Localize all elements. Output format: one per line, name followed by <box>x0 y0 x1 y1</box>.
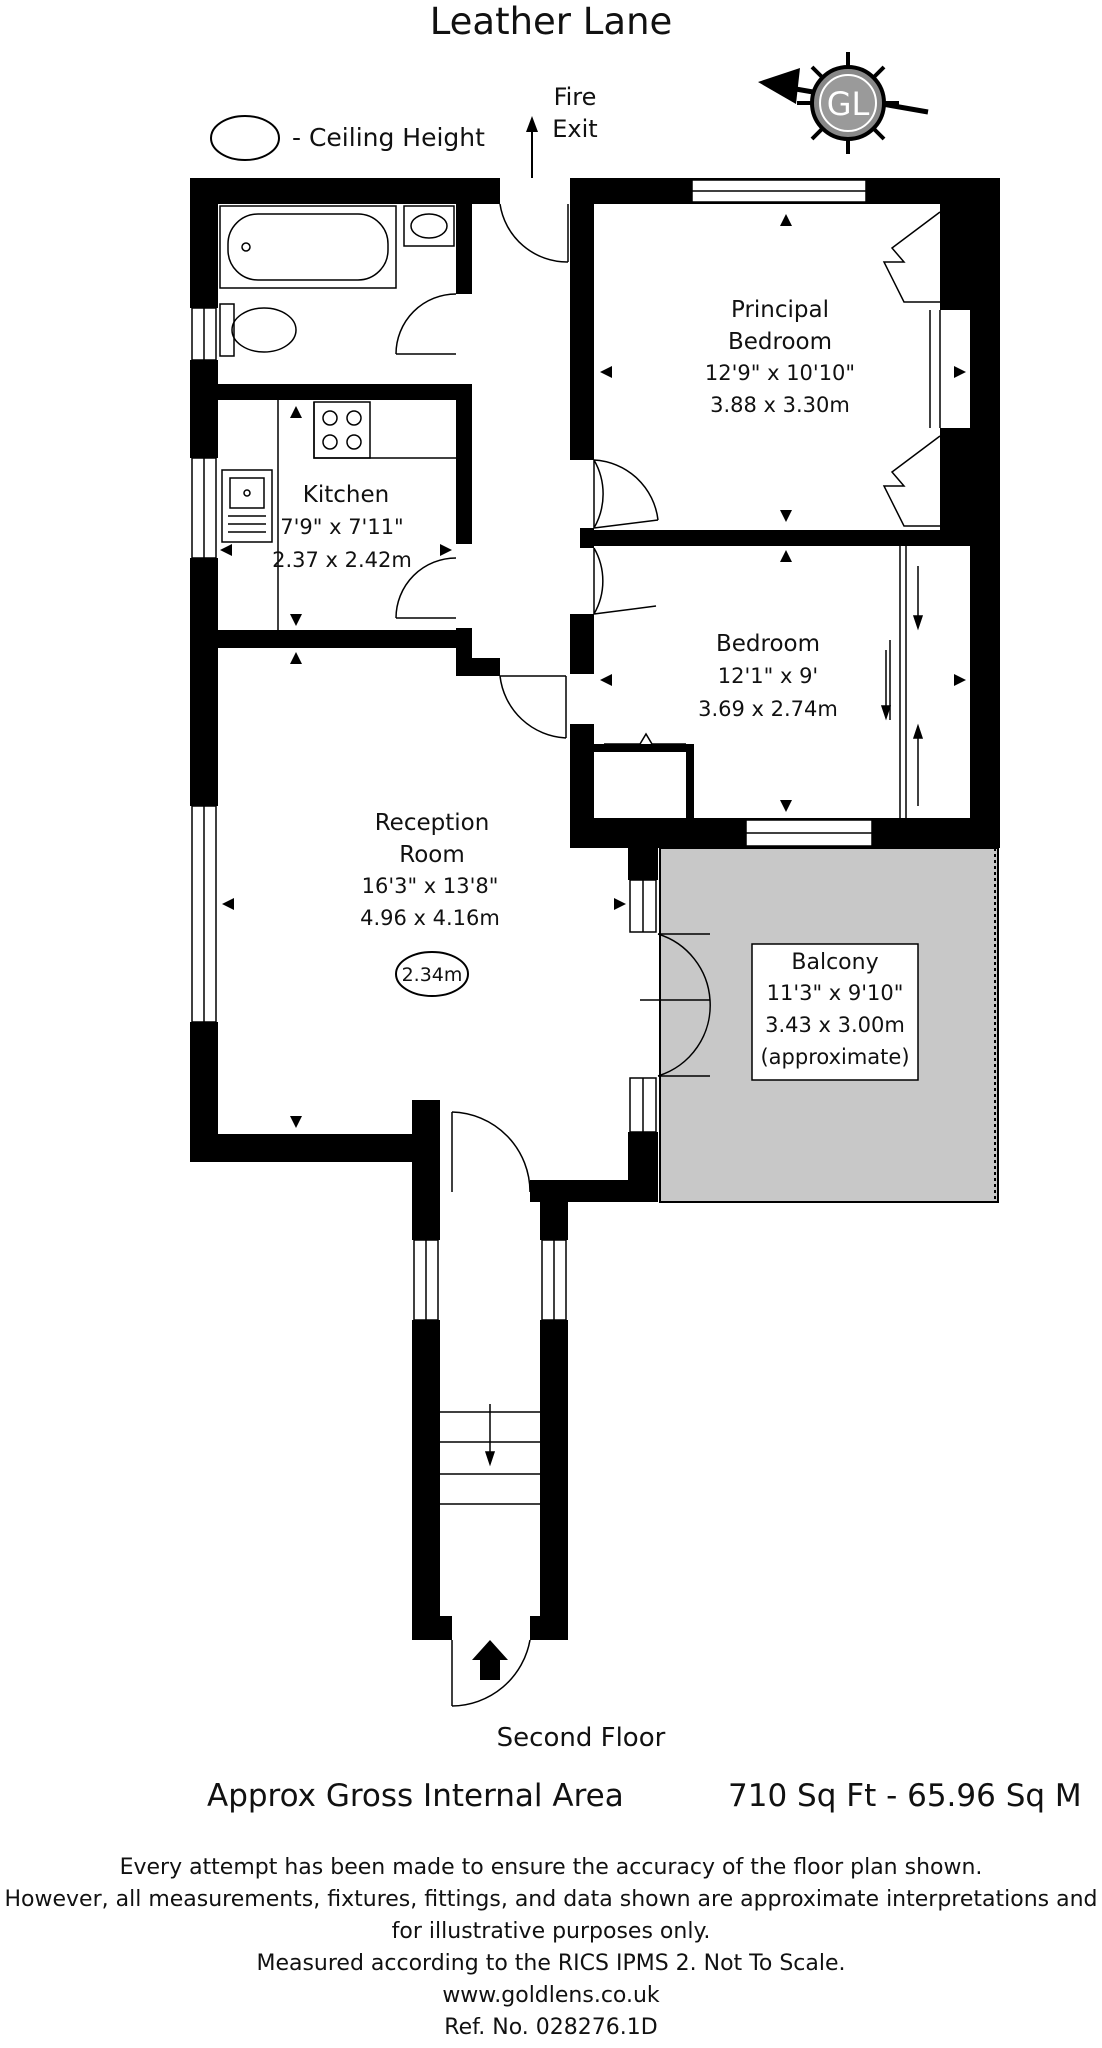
bedroom-metric: 3.69 x 2.74m <box>698 697 838 721</box>
balcony-note: (approximate) <box>760 1045 909 1069</box>
dimension-markers <box>220 214 966 1128</box>
gross-area-row: Approx Gross Internal Area 710 Sq Ft - 6… <box>0 1778 1102 1818</box>
floor-label: Second Floor <box>497 1723 666 1750</box>
room-kitchen: Kitchen 7'9" x 7'11" 2.37 x 2.42m <box>272 482 412 572</box>
website-link[interactable]: www.goldlens.co.uk <box>442 1983 660 2008</box>
staircase <box>440 1404 540 1505</box>
reception-name-line2: Room <box>399 842 465 868</box>
entrance-arrow-icon <box>472 1640 508 1680</box>
gross-area-label: Approx Gross Internal Area <box>207 1778 624 1814</box>
reception-name-line1: Reception <box>375 810 490 836</box>
fire-exit-label-line2: Exit <box>552 115 597 143</box>
ceiling-height-marker-icon <box>395 951 469 997</box>
kitchen-imperial: 7'9" x 7'11" <box>280 515 403 539</box>
fire-exit-arrow-icon <box>526 116 538 178</box>
balcony-metric: 3.43 x 3.00m <box>765 1013 905 1037</box>
disclaimer-line-2: However, all measurements, fixtures, fit… <box>4 1887 1098 1912</box>
balcony-imperial: 11'3" x 9'10" <box>767 981 904 1005</box>
reception-metric: 4.96 x 4.16m <box>360 906 500 930</box>
windows <box>191 179 873 1321</box>
room-balcony: Balcony 11'3" x 9'10" 3.43 x 3.00m (appr… <box>751 943 919 1081</box>
principal-bedroom-name-line2: Bedroom <box>728 329 832 355</box>
fire-exit-label-line1: Fire <box>554 83 597 111</box>
kitchen-fixtures <box>221 400 456 630</box>
bedroom-imperial: 12'1" x 9' <box>718 664 818 688</box>
principal-bedroom-name-line1: Principal <box>731 297 829 323</box>
balcony-name: Balcony <box>791 950 878 975</box>
disclaimer-line-3: for illustrative purposes only. <box>391 1919 711 1944</box>
disclaimer-line-4: Measured according to the RICS IPMS 2. N… <box>256 1951 846 1976</box>
kitchen-metric: 2.37 x 2.42m <box>272 548 412 572</box>
room-bedroom: Bedroom 12'1" x 9' 3.69 x 2.74m <box>698 631 838 721</box>
reception-imperial: 16'3" x 13'8" <box>362 874 499 898</box>
principal-bedroom-imperial: 12'9" x 10'10" <box>705 361 855 385</box>
ceiling-height-legend-icon <box>210 115 280 161</box>
gross-area-value: 710 Sq Ft - 65.96 Sq M <box>728 1778 1082 1814</box>
bathroom-fixtures <box>219 205 455 357</box>
kitchen-name: Kitchen <box>303 482 389 508</box>
room-principal-bedroom: Principal Bedroom 12'9" x 10'10" 3.88 x … <box>705 297 855 417</box>
sliding-door-arrows-icon <box>880 566 924 806</box>
reference-number: Ref. No. 028276.1D <box>444 2015 658 2040</box>
plan-title: Leather Lane <box>430 0 673 43</box>
principal-bedroom-metric: 3.88 x 3.30m <box>710 393 850 417</box>
disclaimer-line-1: Every attempt has been made to ensure th… <box>119 1855 983 1880</box>
disclaimer: Every attempt has been made to ensure th… <box>0 1852 1102 2044</box>
bedroom-name: Bedroom <box>716 631 820 657</box>
doors <box>395 203 711 1707</box>
ceiling-height-legend-label: - Ceiling Height <box>292 123 485 152</box>
ceiling-height-value: 2.34m <box>402 964 463 986</box>
balcony-label-box <box>751 943 919 1081</box>
floor-plan: Leather Lane - Ceiling Height Fire Exit … <box>190 0 1000 1750</box>
compass-logo-icon: GL <box>758 52 929 154</box>
room-reception: Reception Room 16'3" x 13'8" 4.96 x 4.16… <box>360 810 500 997</box>
logo-text: GL <box>827 85 870 123</box>
wardrobe-doors <box>604 211 941 818</box>
